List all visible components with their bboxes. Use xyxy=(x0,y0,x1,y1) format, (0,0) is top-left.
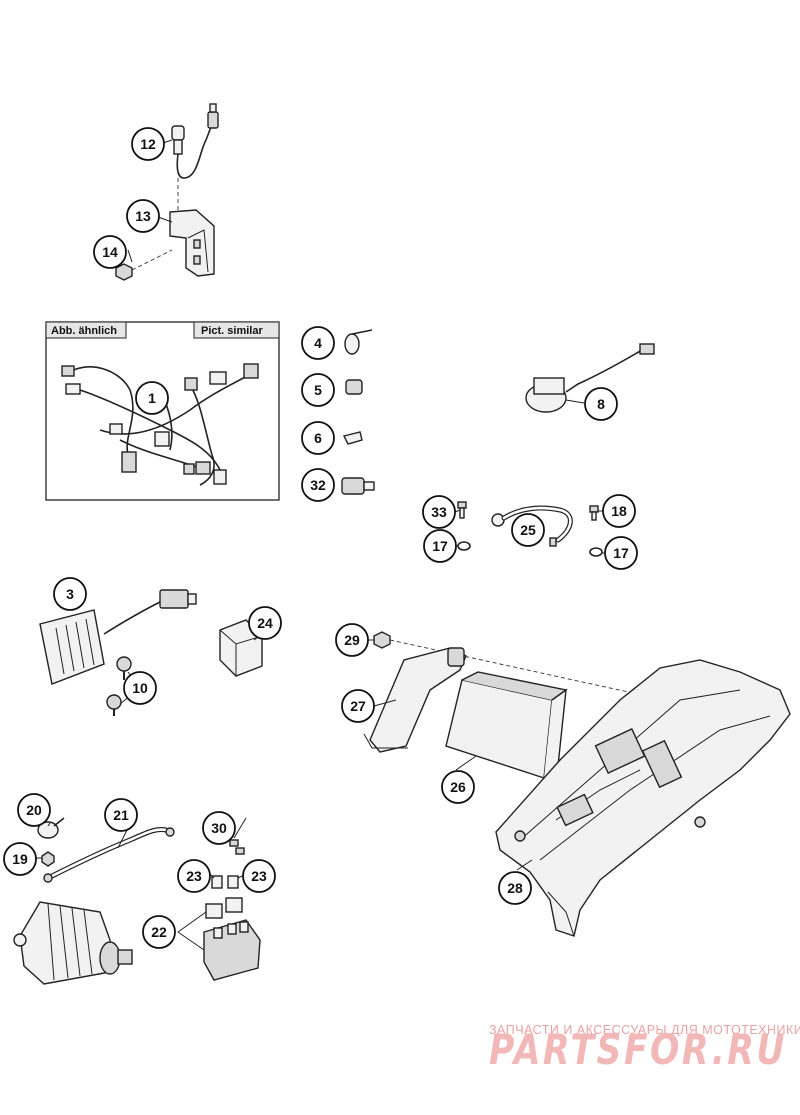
part-6-clip xyxy=(342,431,363,445)
svg-text:25: 25 xyxy=(520,522,536,538)
part-24-module xyxy=(219,619,263,677)
callout-19: 19 xyxy=(3,842,37,876)
svg-text:21: 21 xyxy=(113,807,129,823)
part-33-screw xyxy=(457,501,467,519)
svg-text:5: 5 xyxy=(314,382,322,398)
callout-6: 6 xyxy=(301,421,335,455)
callout-21: 21 xyxy=(104,798,138,832)
callout-30: 30 xyxy=(202,811,236,845)
svg-text:17: 17 xyxy=(432,538,448,554)
svg-text:30: 30 xyxy=(211,820,227,836)
svg-text:20: 20 xyxy=(26,802,42,818)
watermark-tagline: ЗАПЧАСТИ И АКСЕССУАРЫ ДЛЯ МОТОТЕХНИКИ xyxy=(489,1023,800,1037)
part-23-fuses xyxy=(211,875,239,889)
callout-13: 13 xyxy=(126,199,160,233)
callout-17-left: 17 xyxy=(423,529,457,563)
svg-text:22: 22 xyxy=(151,924,167,940)
svg-text:19: 19 xyxy=(12,851,28,867)
part-22-relay-box xyxy=(203,897,261,981)
callout-10: 10 xyxy=(123,671,157,705)
watermark: ЗАПЧАСТИ И АКСЕССУАРЫ ДЛЯ МОТОТЕХНИКИ PA… xyxy=(489,1023,800,1074)
part-32-connector xyxy=(341,477,375,495)
tag-right-box xyxy=(193,321,280,339)
svg-text:27: 27 xyxy=(350,698,366,714)
callout-1: 1 xyxy=(135,381,169,415)
starter-motor xyxy=(13,901,133,985)
callout-3: 3 xyxy=(53,577,87,611)
harness-box: Abb. ähnlich Pict. similar xyxy=(45,321,280,501)
part-30-fuse xyxy=(229,839,245,855)
callout-8: 8 xyxy=(584,387,618,421)
part-27-battery-holder xyxy=(363,647,467,753)
tag-abb-aehnlich: Abb. ähnlich xyxy=(51,325,117,337)
svg-text:33: 33 xyxy=(431,504,447,520)
callout-32: 32 xyxy=(301,468,335,502)
part-19-nut xyxy=(41,851,55,867)
svg-text:6: 6 xyxy=(314,430,322,446)
callout-5: 5 xyxy=(301,373,335,407)
part-26-battery xyxy=(445,671,568,779)
tag-left-box xyxy=(45,321,127,339)
callout-27: 27 xyxy=(341,689,375,723)
part-13-bracket xyxy=(169,209,215,277)
callout-4: 4 xyxy=(301,326,335,360)
callout-18: 18 xyxy=(602,494,636,528)
svg-text:8: 8 xyxy=(597,396,605,412)
part-10-screws xyxy=(106,656,132,716)
part-12-switch-cable xyxy=(171,103,219,210)
svg-text:23: 23 xyxy=(186,868,202,884)
callout-28: 28 xyxy=(498,871,532,905)
svg-text:32: 32 xyxy=(310,477,326,493)
watermark-brand: PARTSFOR.RU xyxy=(489,1025,787,1074)
part-25-ground-cable xyxy=(491,505,573,547)
svg-text:28: 28 xyxy=(507,880,523,896)
callout-24: 24 xyxy=(248,606,282,640)
tag-pict-similar: Pict. similar xyxy=(201,325,263,337)
svg-text:17: 17 xyxy=(613,545,629,561)
svg-text:23: 23 xyxy=(251,868,267,884)
callout-12: 12 xyxy=(131,127,165,161)
callout-25: 25 xyxy=(511,513,545,547)
svg-text:24: 24 xyxy=(257,615,273,631)
callout-33: 33 xyxy=(422,495,456,529)
svg-text:4: 4 xyxy=(314,335,322,351)
svg-text:1: 1 xyxy=(148,390,156,406)
svg-text:18: 18 xyxy=(611,503,627,519)
part-28-rear-frame xyxy=(495,659,791,937)
part-5-clip xyxy=(345,379,363,395)
callout-23-right: 23 xyxy=(242,859,276,893)
svg-text:13: 13 xyxy=(135,208,151,224)
svg-text:3: 3 xyxy=(66,586,74,602)
part-18-screw xyxy=(589,505,599,521)
callout-22: 22 xyxy=(142,915,176,949)
part-4-cable-tie xyxy=(344,329,373,355)
svg-text:12: 12 xyxy=(140,136,156,152)
callout-29: 29 xyxy=(335,623,369,657)
part-3-regulator xyxy=(39,589,197,685)
callout-20: 20 xyxy=(17,793,51,827)
callout-17-right: 17 xyxy=(604,536,638,570)
part-17-washer-a xyxy=(457,541,471,551)
part-8-sensor xyxy=(525,343,655,413)
part-14-screw xyxy=(115,249,173,281)
svg-text:10: 10 xyxy=(132,680,148,696)
part-17-washer-b xyxy=(589,547,603,557)
part-20-cap xyxy=(37,817,65,839)
callout-14: 14 xyxy=(93,235,127,269)
callout-26: 26 xyxy=(441,770,475,804)
svg-text:26: 26 xyxy=(450,779,466,795)
callout-23-left: 23 xyxy=(177,859,211,893)
part-21-starter-cable xyxy=(43,827,175,883)
svg-text:29: 29 xyxy=(344,632,360,648)
svg-text:14: 14 xyxy=(102,244,118,260)
part-1-wiring-harness xyxy=(61,363,259,486)
